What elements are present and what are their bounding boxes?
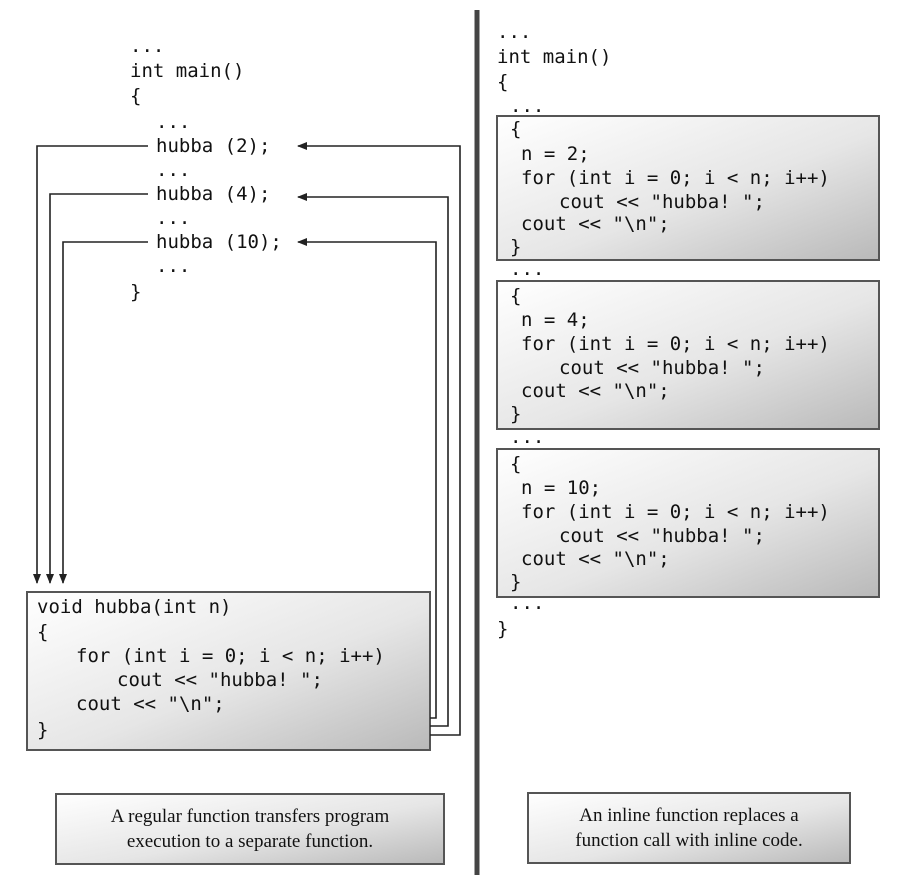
right-caption-line: An inline function replaces a bbox=[579, 805, 799, 826]
inline-block-line: cout << "\n"; bbox=[521, 213, 670, 235]
right-header-line: int main() bbox=[497, 46, 611, 68]
inline-block-2 bbox=[496, 280, 880, 430]
call-hubba-10: hubba (10); bbox=[156, 231, 282, 253]
right-caption-line: function call with inline code. bbox=[575, 830, 802, 851]
inline-block-line: } bbox=[510, 571, 521, 593]
call-arrow-hubba-4 bbox=[46, 193, 148, 584]
inline-block-line: } bbox=[510, 403, 521, 425]
inline-block-line: n = 2; bbox=[521, 143, 590, 165]
right-main-header: ... int main() { ... bbox=[497, 21, 611, 117]
left-main-line: ... bbox=[156, 207, 190, 229]
call-arrows bbox=[33, 145, 148, 584]
inline-block-3 bbox=[496, 448, 880, 598]
inline-block-line: for (int i = 0; i < n; i++) bbox=[521, 167, 830, 189]
return-arrows bbox=[297, 142, 461, 736]
left-main-line: ... bbox=[156, 159, 190, 181]
inline-block-line: cout << "\n"; bbox=[521, 380, 670, 402]
function-line: for (int i = 0; i < n; i++) bbox=[76, 645, 385, 667]
inline-block-line: cout << "hubba! "; bbox=[559, 357, 765, 379]
return-arrow-hubba-2 bbox=[297, 142, 461, 736]
function-line: void hubba(int n) bbox=[37, 596, 231, 618]
inline-block-1 bbox=[496, 115, 880, 261]
call-hubba-2: hubba (2); bbox=[156, 135, 270, 157]
call-hubba-4: hubba (4); bbox=[156, 183, 270, 205]
return-arrow-hubba-10 bbox=[297, 238, 437, 719]
inline-block-line: n = 10; bbox=[521, 477, 601, 499]
inline-block-line: } bbox=[510, 236, 521, 258]
call-arrow-hubba-10 bbox=[59, 241, 148, 584]
function-line: cout << "hubba! "; bbox=[117, 669, 323, 691]
left-main-line: { bbox=[130, 85, 141, 107]
right-footer-line: ... bbox=[510, 592, 544, 614]
inline-block-line: n = 4; bbox=[521, 309, 590, 331]
right-header-line: ... bbox=[497, 21, 531, 43]
inline-block-line: cout << "\n"; bbox=[521, 548, 670, 570]
inline-block-line: cout << "hubba! "; bbox=[559, 525, 765, 547]
inline-block-line: { bbox=[510, 285, 521, 307]
left-main-line: ... bbox=[130, 35, 164, 57]
function-line: { bbox=[37, 621, 48, 643]
right-header-line: ... bbox=[510, 95, 544, 117]
left-caption-line: A regular function transfers program bbox=[111, 806, 390, 827]
right-footer-line: } bbox=[497, 618, 508, 640]
inline-block-line: for (int i = 0; i < n; i++) bbox=[521, 333, 830, 355]
left-main-code: ... int main() { ... hubba (2); ... hubb… bbox=[130, 35, 282, 303]
left-caption-line: execution to a separate function. bbox=[127, 831, 373, 852]
call-arrow-hubba-2 bbox=[33, 145, 148, 584]
left-main-line: ... bbox=[156, 255, 190, 277]
inline-block-line: for (int i = 0; i < n; i++) bbox=[521, 501, 830, 523]
inline-block-line: { bbox=[510, 453, 521, 475]
function-definition-code: void hubba(int n) { for (int i = 0; i < … bbox=[37, 596, 385, 741]
function-line: } bbox=[37, 719, 48, 741]
return-arrow-hubba-4 bbox=[297, 193, 449, 727]
right-between-line: ... bbox=[510, 426, 544, 448]
inline-block-line: { bbox=[510, 118, 521, 140]
left-caption-box bbox=[55, 793, 445, 865]
right-header-line: { bbox=[497, 71, 508, 93]
right-caption-box bbox=[527, 792, 851, 864]
inline-block-line: cout << "hubba! "; bbox=[559, 191, 765, 213]
function-definition-box bbox=[26, 591, 431, 751]
left-main-line: } bbox=[130, 281, 141, 303]
function-line: cout << "\n"; bbox=[76, 693, 225, 715]
right-between-line: ... bbox=[510, 258, 544, 280]
left-main-line: ... bbox=[156, 111, 190, 133]
left-main-line: int main() bbox=[130, 60, 244, 82]
